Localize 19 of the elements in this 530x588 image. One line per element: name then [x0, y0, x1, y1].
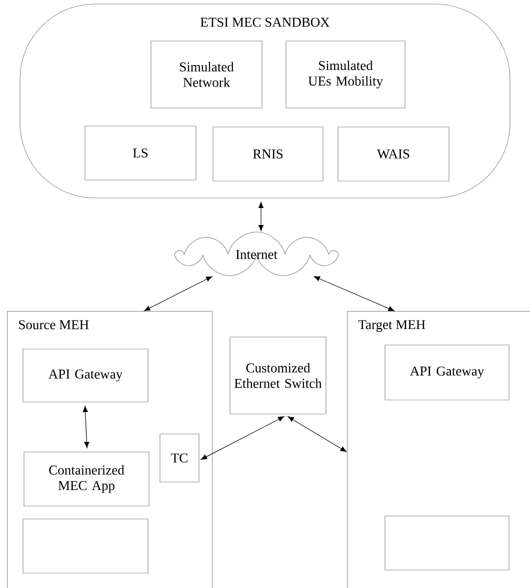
arrow [314, 276, 395, 312]
component-box: WAIS [338, 126, 450, 182]
component-box: LS [84, 126, 196, 180]
component-box: API Gateway [22, 348, 148, 402]
arrow [82, 406, 90, 448]
arrow [200, 416, 284, 460]
component-box: RNIS [212, 126, 324, 182]
internet-cloud: Internet [174, 232, 339, 276]
component-box [22, 518, 148, 574]
arrow [258, 202, 264, 232]
component-box: TC [160, 434, 200, 482]
component-box: Simulated UEs Mobility [286, 40, 406, 108]
component-box: Customized Ethernet Switch [230, 336, 326, 414]
component-box: API Gateway [384, 344, 510, 400]
component-box [384, 516, 510, 570]
arrow [288, 416, 347, 452]
arrow [144, 276, 212, 312]
component-box: Simulated Network [150, 40, 262, 108]
component-box: Containerized MEC App [24, 452, 150, 506]
